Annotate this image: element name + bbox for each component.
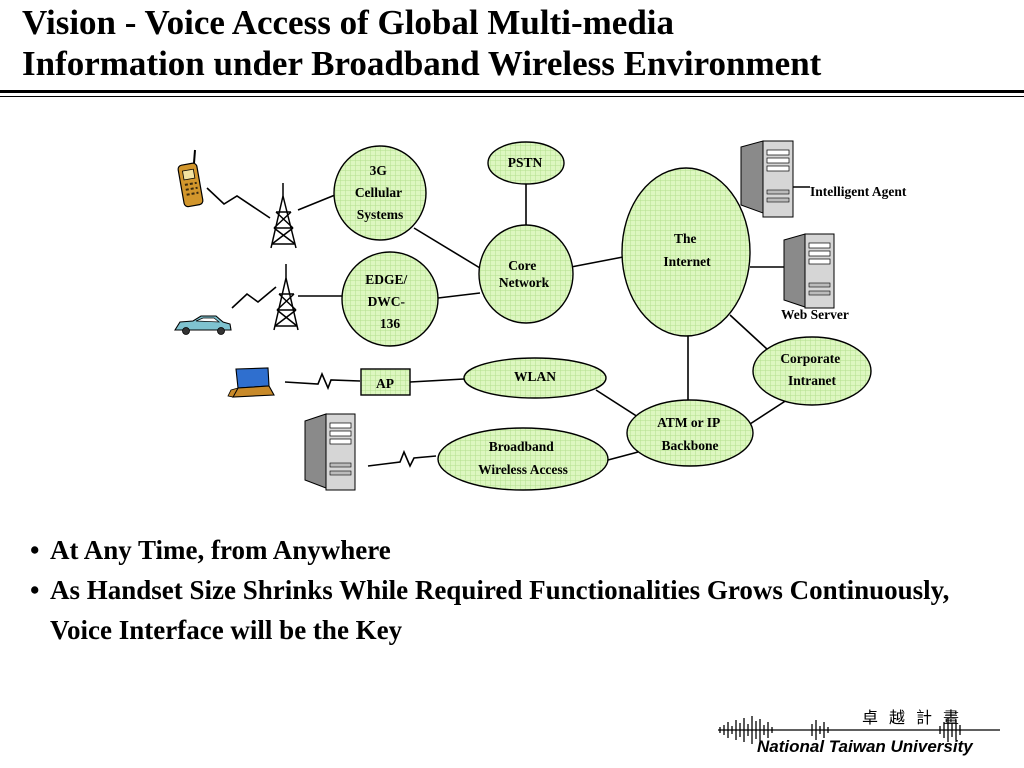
node-broadband-wireless bbox=[437, 427, 609, 491]
footer-university-name: National Taiwan University bbox=[757, 737, 973, 756]
wireless-link-phone bbox=[206, 187, 271, 219]
label-atm: ATM or IP Backbone bbox=[657, 415, 723, 453]
bullet-text: As Handset Size Shrinks While Required F… bbox=[50, 575, 950, 645]
label-intelligent-agent: Intelligent Agent bbox=[810, 184, 907, 199]
footer-chinese-title: 卓越計畫 bbox=[862, 708, 971, 727]
connection-lines bbox=[206, 184, 810, 468]
wireless-link-server bbox=[367, 449, 437, 468]
label-core: Core Network bbox=[499, 258, 550, 290]
link-wlan-atm bbox=[595, 389, 639, 418]
label-internet: The Internet bbox=[663, 231, 711, 269]
label-edge: EDGE/ DWC- 136 bbox=[365, 272, 410, 331]
slide-title: Vision - Voice Access of Global Multi-me… bbox=[22, 2, 1012, 84]
bullet-item: • As Handset Size Shrinks While Required… bbox=[30, 570, 990, 650]
link-3g-core bbox=[413, 227, 481, 269]
label-pstn: PSTN bbox=[508, 155, 543, 170]
label-3g: 3G Cellular Systems bbox=[355, 163, 405, 222]
node-internet bbox=[621, 167, 751, 337]
link-ap-wlan bbox=[409, 378, 465, 383]
node-pstn bbox=[487, 141, 565, 185]
laptop-icon bbox=[227, 367, 275, 398]
node-3g-cellular bbox=[333, 145, 427, 241]
node-ap bbox=[360, 368, 411, 396]
link-atm-corporate bbox=[749, 397, 791, 425]
node-core-network bbox=[478, 224, 574, 324]
link-internet-corporate bbox=[729, 314, 769, 351]
bullet-dot: • bbox=[30, 535, 40, 565]
label-broadband: Broadband Wireless Access bbox=[478, 439, 568, 477]
bullet-text: At Any Time, from Anywhere bbox=[50, 535, 391, 565]
server-icon-intelligent-agent bbox=[740, 140, 794, 218]
link-edge-core bbox=[437, 292, 481, 299]
node-atm-backbone bbox=[626, 399, 754, 467]
radio-tower-icon bbox=[273, 264, 299, 331]
wireless-link-laptop bbox=[284, 371, 361, 391]
link-tower1-3g bbox=[297, 194, 336, 211]
slide-title-line-2: Information under Broadband Wireless Env… bbox=[22, 44, 822, 83]
server-icon-broadband bbox=[304, 413, 356, 491]
node-wlan bbox=[463, 357, 607, 399]
node-corporate-intranet bbox=[752, 336, 872, 406]
mobile-phone-icon bbox=[177, 149, 204, 208]
car-icon bbox=[174, 315, 232, 335]
bullet-dot: • bbox=[30, 575, 40, 605]
link-core-internet bbox=[570, 256, 624, 268]
wireless-link-car bbox=[231, 286, 277, 309]
server-icon-web-server bbox=[783, 233, 835, 309]
bullet-item: • At Any Time, from Anywhere bbox=[30, 530, 990, 570]
slide-title-line-1: Vision - Voice Access of Global Multi-me… bbox=[22, 3, 675, 42]
label-web-server: Web Server bbox=[781, 307, 849, 322]
bullet-list: • At Any Time, from Anywhere • As Handse… bbox=[30, 530, 990, 650]
title-rule-thin bbox=[0, 96, 1024, 97]
radio-tower-icon bbox=[270, 183, 297, 249]
label-corporate: Corporate Intranet bbox=[780, 351, 843, 388]
node-edge-dwc bbox=[341, 251, 439, 347]
link-bwa-atm bbox=[607, 451, 639, 461]
label-ap: AP bbox=[376, 376, 394, 391]
label-wlan: WLAN bbox=[514, 369, 556, 384]
waveform-logo-icon bbox=[718, 716, 1000, 744]
title-rule-thick bbox=[0, 90, 1024, 93]
